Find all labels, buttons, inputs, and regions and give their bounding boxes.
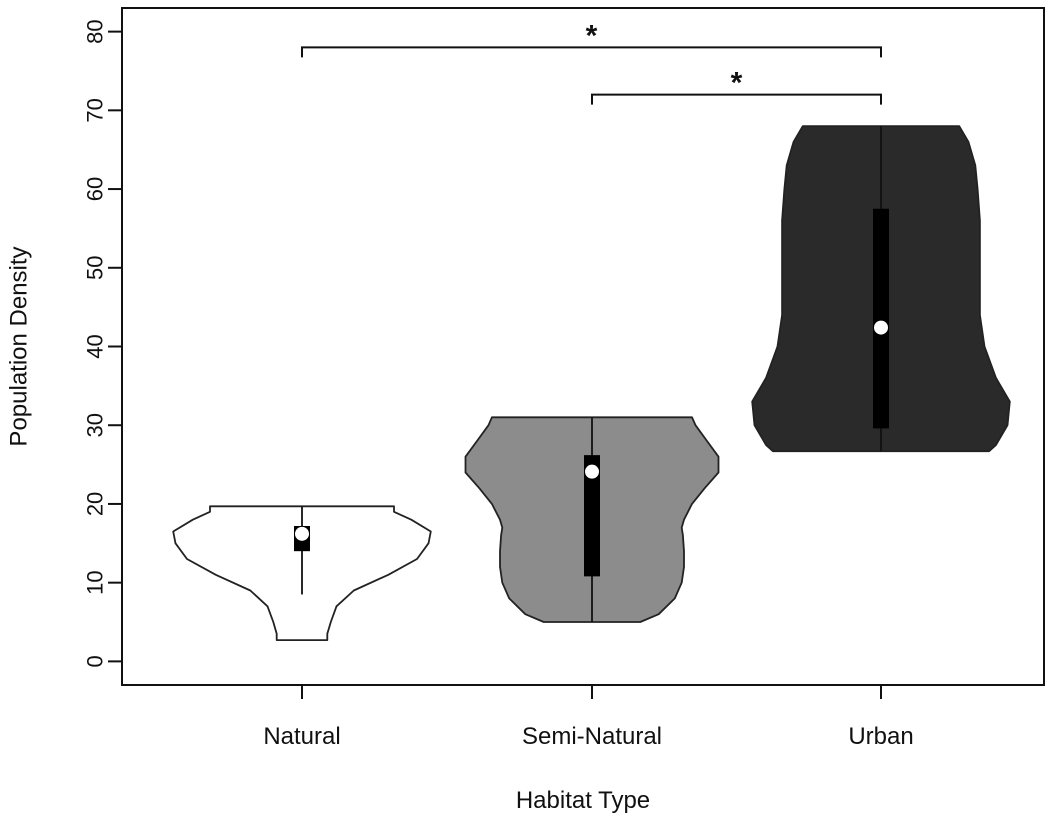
y-tick-label: 10 bbox=[83, 570, 108, 594]
median-point bbox=[295, 526, 309, 541]
significance-bracket bbox=[591, 93, 882, 105]
significance-bracket bbox=[301, 46, 882, 58]
y-tick-label: 60 bbox=[83, 177, 108, 201]
median-point bbox=[585, 464, 599, 479]
x-tick-label: Natural bbox=[263, 723, 340, 750]
x-tick-label: Urban bbox=[848, 723, 913, 750]
significance-star: * bbox=[731, 67, 743, 100]
significance-star: * bbox=[586, 19, 598, 52]
x-axis-label: Habitat Type bbox=[516, 787, 650, 814]
y-tick-label: 20 bbox=[83, 492, 108, 516]
significance-annotations: ** bbox=[301, 19, 882, 105]
x-tick-label: Semi-Natural bbox=[522, 723, 662, 750]
y-tick-label: 50 bbox=[83, 256, 108, 280]
violins-layer bbox=[172, 125, 1011, 641]
y-axis-label: Population Density bbox=[6, 246, 33, 446]
iqr-box bbox=[873, 208, 889, 429]
median-point bbox=[874, 320, 888, 335]
y-tick-label: 0 bbox=[83, 655, 108, 667]
y-tick-label: 70 bbox=[83, 98, 108, 122]
y-tick-label: 40 bbox=[83, 334, 108, 358]
iqr-box bbox=[584, 455, 600, 577]
y-tick-label: 30 bbox=[83, 413, 108, 437]
y-tick-label: 80 bbox=[83, 19, 108, 43]
